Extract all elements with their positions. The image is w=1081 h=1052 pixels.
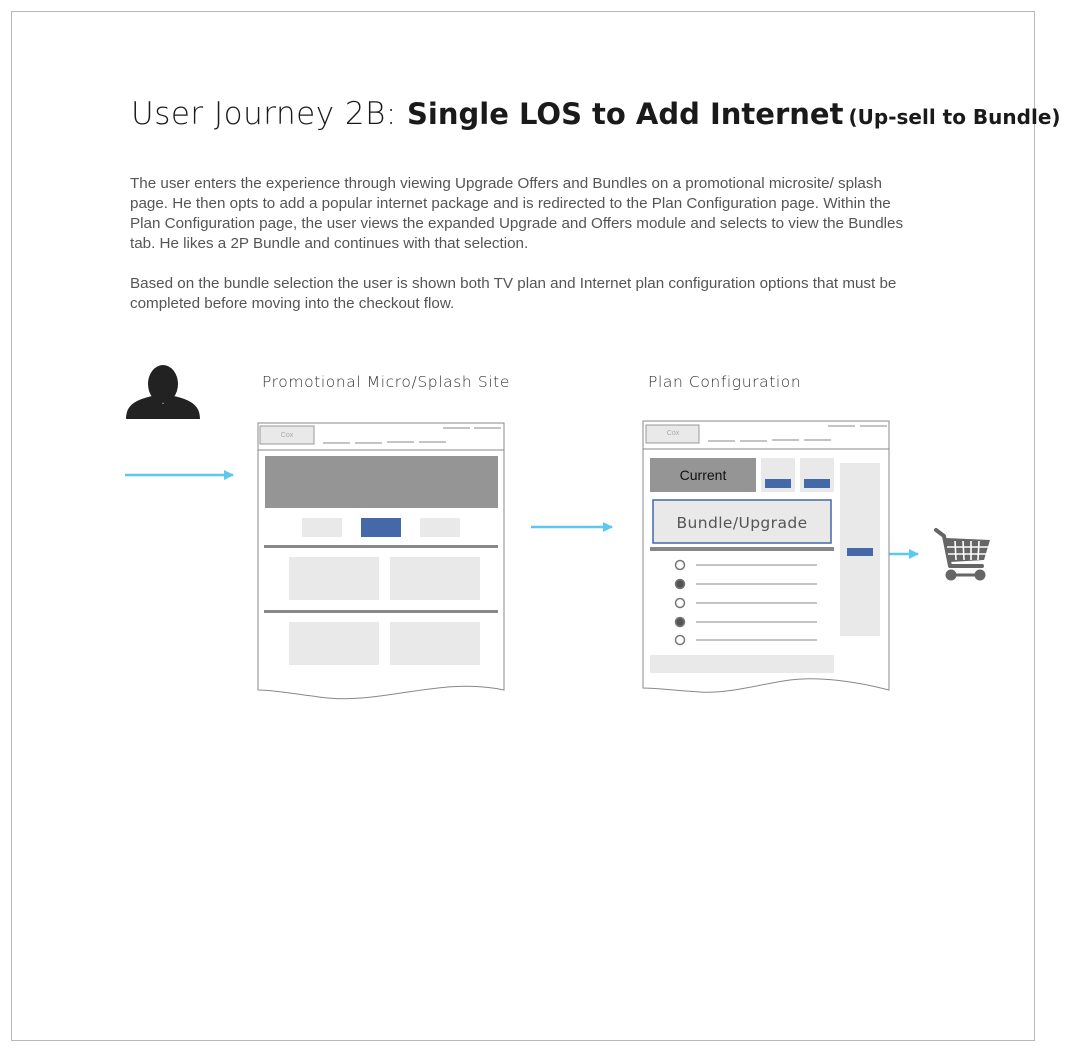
description-paragraph-2: Based on the bundle selection the user i… bbox=[130, 275, 897, 312]
plan-config-label: Plan Configuration bbox=[648, 373, 802, 391]
promo-logo-placeholder: Cox bbox=[280, 432, 294, 439]
plan-config-wireframe bbox=[642, 420, 890, 693]
plan-logo-placeholder: Cox bbox=[666, 430, 680, 437]
title-lead: User Journey 2B: bbox=[131, 96, 397, 132]
user-icon bbox=[126, 365, 200, 419]
current-tab-label: Current bbox=[679, 467, 727, 483]
description-paragraph-1: The user enters the experience through v… bbox=[130, 175, 904, 252]
promo-site-label: Promotional Micro/Splash Site bbox=[262, 373, 511, 391]
bundle-upgrade-label: Bundle/Upgrade bbox=[676, 514, 808, 532]
page-title: User Journey 2B: Single LOS to Add Inter… bbox=[131, 96, 1061, 132]
promo-site-wireframe bbox=[257, 422, 505, 700]
shopping-cart-icon bbox=[934, 528, 990, 581]
title-parenthetical: (Up-sell to Bundle) bbox=[848, 105, 1061, 129]
radio-list bbox=[674, 559, 817, 646]
page-frame bbox=[11, 11, 1035, 1041]
title-main: Single LOS to Add Internet bbox=[407, 97, 844, 131]
